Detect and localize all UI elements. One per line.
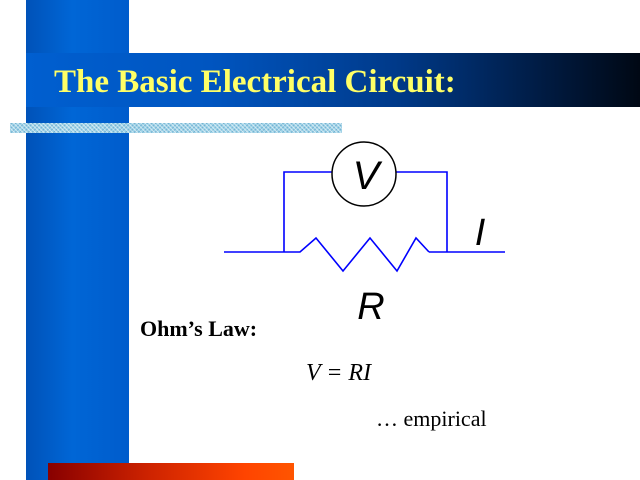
top-right-wire (396, 171, 448, 252)
title-band (26, 53, 640, 107)
resistor-zigzag (284, 236, 430, 273)
bottom-bar (48, 463, 294, 480)
ohms-law-equation: V = RI (306, 360, 372, 386)
title-underline (10, 123, 342, 133)
voltmeter-circle (331, 141, 397, 207)
ohms-law-label: Ohm’s Law: (140, 316, 258, 341)
slide-title: The Basic Electrical Circuit: (54, 64, 456, 100)
voltmeter-label: V (353, 154, 383, 198)
resistor-label: R (357, 286, 384, 328)
empirical-note: … empirical (376, 406, 487, 431)
current-label: I (475, 212, 486, 254)
top-left-wire (283, 171, 332, 252)
